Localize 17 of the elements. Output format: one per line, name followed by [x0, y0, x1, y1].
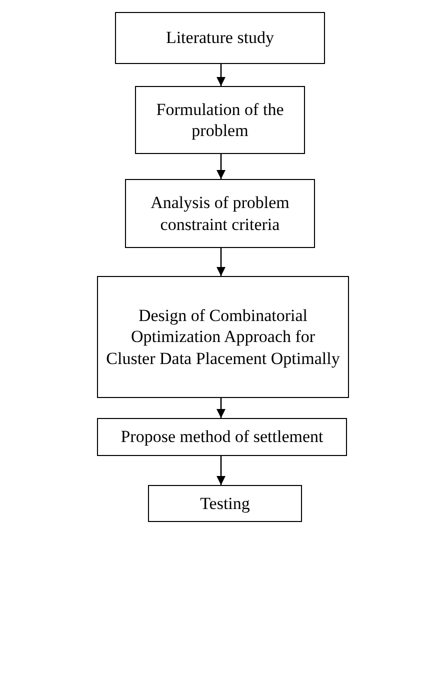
arrow — [216, 154, 226, 179]
process-box — [115, 12, 325, 64]
arrow — [216, 398, 226, 418]
arrow — [216, 248, 226, 276]
step-label: Formulation of the problem — [155, 98, 285, 142]
step-label: Analysis of problem constraint criteria — [150, 192, 290, 235]
arrow — [216, 64, 226, 86]
step-label: Literature study — [166, 27, 274, 49]
step-label: Design of Combinatorial Optimization Approach for Cluster Data Placement Optimally — [106, 305, 340, 369]
process-box — [148, 485, 302, 522]
process-box — [135, 86, 305, 154]
step-label: Testing — [200, 492, 250, 514]
arrow — [216, 456, 226, 485]
process-box — [97, 276, 349, 398]
process-box — [125, 179, 315, 248]
process-box — [97, 418, 347, 456]
step-label: Propose method of settlement — [120, 426, 324, 448]
